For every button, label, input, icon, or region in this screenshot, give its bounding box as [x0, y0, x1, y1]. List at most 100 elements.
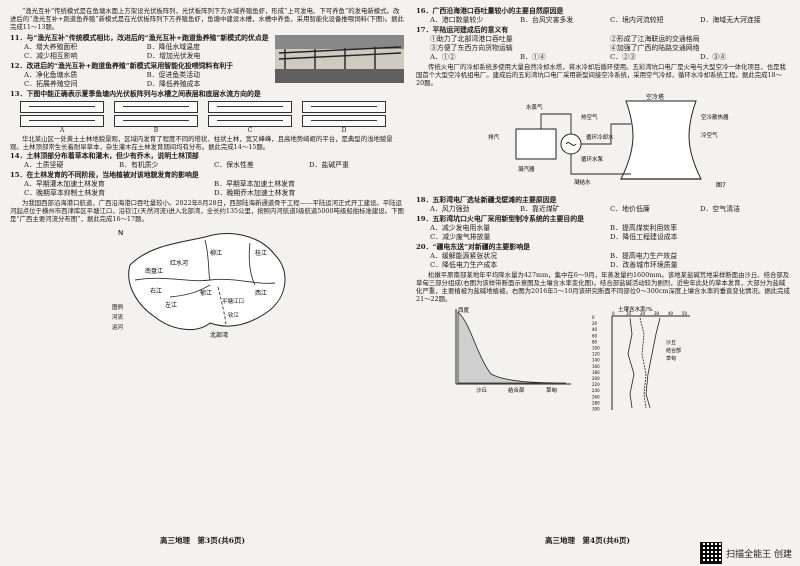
y-tick-label: 80 — [592, 340, 598, 345]
guangxi-river-map: N 南盘江 红水河 柳江 桂江 右江 左江 郁江 西江 平塘江口 钦江 北部湾 … — [112, 229, 286, 339]
option: A．港口数量较少 — [430, 16, 484, 24]
y-tick-label: 280 — [592, 401, 600, 406]
y-tick-label: 0 — [592, 315, 595, 320]
y-tick-label: 60 — [592, 334, 598, 339]
option: C．晚期草本抑制土林发育 — [24, 189, 106, 198]
y-tick-label: 240 — [592, 389, 600, 394]
question-14: 14．土林顶部分布着草本和灌木，但少有乔木，说明土林顶部 — [10, 152, 199, 161]
axis-label: 西度 — [458, 306, 470, 314]
diagram-label: 循环冷却水 — [586, 133, 614, 141]
q11-options: A．增大养殖面积 B．降低水域温度 C．减少相互影响 D．增加光伏发电 — [10, 43, 269, 61]
statement: ①助力了北部湾港口吞吐量 — [430, 35, 513, 43]
legend-item: 运河 — [112, 323, 124, 331]
north-arrow-label: N — [118, 229, 123, 237]
y-tick-label: 200 — [592, 376, 600, 381]
scanner-watermark: 扫描全能王 创建 — [700, 542, 792, 564]
map-label: 柳江 — [210, 249, 222, 257]
fish-pond-photo — [275, 34, 404, 83]
option: B．台风灾害多发 — [520, 16, 574, 24]
q19-options: A．减少发电用水量 B．提高煤炭利用效率 C．减少废气排放量 D．降低工程建设成… — [416, 224, 790, 242]
cooling-system-diagram: 空冷塔 空冷散热器 冷空气 热空气 循环冷却水 凝汽器 水蒸气 循环水泵 排汽 … — [488, 93, 729, 189]
q14-options: A．土质坚硬 B．有机质少 C．保水性差 D．盐碱严重 — [10, 161, 404, 170]
statement: ④加强了广西的陆路交通网络 — [610, 44, 700, 52]
x-tick-label: 10 — [626, 311, 632, 316]
x-tick-label: 50 — [682, 311, 688, 316]
diagram-label: 热空气 — [581, 113, 598, 121]
option: B．提高煤炭利用效率 — [610, 223, 678, 232]
legend-title: 图例 — [112, 303, 124, 311]
diagram-label: A — [59, 126, 65, 134]
option: A．缓解能源紧张状况 — [430, 251, 497, 260]
option: D．降低工程建设成本 — [610, 232, 678, 241]
q17-items: ①助力了北部湾港口吞吐量 ②形成了江海联运的交通格局 ③方便了东西方向货物运输 … — [416, 35, 790, 53]
y-tick-label: 300 — [592, 407, 600, 412]
y-tick-label: 20 — [592, 322, 598, 327]
y-tick-label: 40 — [592, 328, 598, 333]
question-18: 18．五彩湾电厂选址新疆戈壁滩的主要原因是 — [416, 195, 557, 204]
option: C．减少废气排放量 — [430, 232, 491, 241]
question-12: 12．改进后的“渔光互补+跑道鱼养殖”新模式采用智能化投喂饲料有利于 — [10, 61, 234, 70]
option: A．增大养殖面积 — [24, 42, 78, 51]
option: D．空气清洁 — [700, 204, 740, 213]
page-3: “渔光互补”传统模式是在鱼塘水面上方架设光伏板阵列，光伏板阵列下方水域养殖鱼虾，… — [0, 0, 410, 548]
option: D．晚期乔木加速土林发育 — [214, 189, 296, 198]
question-15: 15．在土林发育的不同阶段，当地植被对该地貌发育的影响是 — [10, 171, 199, 180]
question-11: 11．与“渔光互补”传统模式相比，改进后的“渔光互补+跑道鱼养殖”新模式的优点是 — [10, 33, 269, 42]
figure-number: 图7 — [716, 182, 726, 189]
option: B．早期草本加速土林发育 — [214, 180, 295, 189]
option: D．改善城市环境质量 — [610, 260, 678, 269]
option: A．净化鱼塘水质 — [24, 70, 78, 79]
map-label: 北部湾 — [210, 331, 228, 339]
q18-options: A．风力强劲 B．靠近煤矿 C．地价低廉 D．空气清洁 — [416, 205, 790, 214]
profile-label: 结合部 — [508, 386, 525, 394]
map-label: 西江 — [255, 290, 267, 297]
option: A．①② — [430, 53, 456, 61]
diagram-label: 凝汽器 — [518, 165, 535, 173]
scanner-label: 扫描全能王 创建 — [726, 549, 792, 560]
option: A．早期灌木加速土林发育 — [24, 180, 105, 189]
page-4: 16．广西沿海港口吞吐量较小的主要自然原因是 A．港口数量较少 B．台风灾害多发… — [410, 0, 800, 548]
option: C．保水性差 — [214, 161, 254, 170]
page-footer-4: 高三地理 第4页(共6页) — [545, 536, 631, 545]
map-label: 左江 — [165, 301, 177, 309]
option: D．增加光伏发电 — [146, 51, 201, 60]
page-footer-3: 高三地理 第3页(共6页) — [160, 536, 246, 545]
option: A．土质坚硬 — [24, 161, 64, 170]
x-tick-label: 40 — [668, 311, 674, 316]
y-tick-label: 180 — [592, 370, 600, 375]
option: B．①④ — [520, 53, 546, 61]
option: B．提高电力生产效益 — [610, 251, 678, 260]
legend-item: 沙丘 — [666, 340, 676, 346]
x-tick-label: 0 — [612, 311, 615, 316]
q20-options: A．缓解能源紧张状况 B．提高电力生产效益 C．降低电力生产成本 D．改善城市环… — [416, 252, 790, 270]
x-tick-label: 30 — [654, 311, 660, 316]
map-label: 平塘江口 — [222, 297, 244, 305]
option: C．②③ — [610, 53, 636, 61]
q13-diagram-c: C — [208, 100, 292, 134]
q12-options: A．净化鱼塘水质 B．促进鱼类活动 C．拓展养殖空间 D．降低养殖成本 — [10, 71, 269, 89]
diagram-label: B — [153, 126, 159, 134]
map-label: 钦江 — [228, 311, 240, 319]
diagram-label: 循环水泵 — [581, 155, 604, 163]
option: D．降低养殖成本 — [146, 79, 201, 88]
chart-title: 土壤含水率/% — [618, 305, 653, 313]
option: C．地价低廉 — [610, 204, 650, 213]
question-20: 20．“疆电东送”对新疆的主要影响是 — [416, 242, 530, 251]
question-16: 16．广西沿海港口吞吐量较小的主要自然原因是 — [416, 7, 564, 15]
intro-21-22: 松嫩平原南部某地年平均降水量为427mm，集中在6～9月，年蒸发量约1600mm… — [416, 270, 790, 304]
diagram-label: 空冷散热器 — [701, 113, 729, 121]
map-label: 右江 — [150, 287, 162, 295]
option: C．降低电力生产成本 — [430, 260, 498, 269]
question-17: 17．平陆运河建成后的意义有 — [416, 26, 509, 34]
legend-item: 结合部 — [666, 347, 681, 354]
diagram-label: 水蒸气 — [526, 103, 543, 111]
option: B．促进鱼类活动 — [146, 70, 200, 79]
legend-item: 草甸 — [666, 355, 676, 362]
option: C．境内河流较短 — [610, 16, 664, 24]
option: D．海域无大河连接 — [700, 16, 761, 24]
option: B．有机质少 — [119, 161, 159, 170]
q16-options: A．港口数量较少 B．台风灾害多发 C．境内河流较短 D．海域无大河连接 — [416, 16, 790, 25]
map-label: 桂江 — [255, 249, 267, 257]
option: A．风力强劲 — [430, 204, 470, 213]
